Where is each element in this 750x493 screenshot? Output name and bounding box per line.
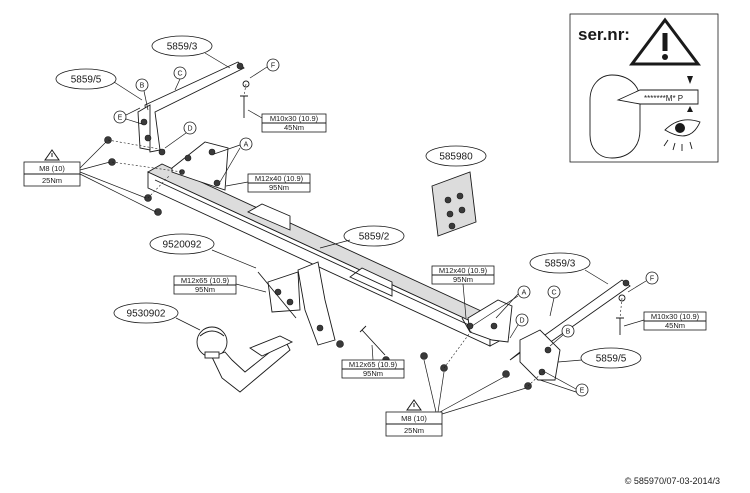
letter-e-top: E <box>113 107 143 125</box>
svg-text:C: C <box>177 71 182 78</box>
warning-small-icon <box>44 149 60 161</box>
spec-m12-low: M12x65 (10.9) 95Nm <box>341 344 405 379</box>
svg-text:F: F <box>271 63 275 70</box>
callout-bracket-top: 5859/5 <box>55 68 143 101</box>
svg-text:45Nm: 45Nm <box>665 321 685 330</box>
bolt-mid-m12 <box>461 317 471 333</box>
letter-a-top: A <box>213 137 253 183</box>
letter-f-right: F <box>627 271 659 293</box>
letter-c-top: C <box>173 66 187 91</box>
svg-text:E: E <box>580 388 585 395</box>
svg-text:95Nm: 95Nm <box>363 369 383 378</box>
letter-a-right: A <box>471 285 531 327</box>
svg-text:F: F <box>650 276 654 283</box>
assembly-lines <box>107 83 623 387</box>
svg-text:9520092: 9520092 <box>163 240 202 251</box>
svg-text:M12x65 (10.9): M12x65 (10.9) <box>349 360 398 369</box>
serial-plate: *******M* P <box>616 89 699 105</box>
svg-text:95Nm: 95Nm <box>195 285 215 294</box>
towball <box>196 326 294 393</box>
svg-text:5859/2: 5859/2 <box>359 232 390 243</box>
arrow-down-icon <box>687 76 693 84</box>
bolt-low-m12 <box>359 325 386 356</box>
arrow-up-icon <box>687 106 693 112</box>
svg-text:5859/3: 5859/3 <box>545 259 576 270</box>
callout-arm-top: 5859/3 <box>151 35 231 69</box>
svg-text:25Nm: 25Nm <box>42 176 62 185</box>
callout-electric-kit: 585980 <box>425 145 487 167</box>
svg-text:A: A <box>522 290 527 297</box>
serial-number-inset: ser.nr: *******M* P <box>569 13 719 163</box>
svg-text:M8 (10): M8 (10) <box>39 164 65 173</box>
svg-text:5859/5: 5859/5 <box>596 354 627 365</box>
serial-title: ser.nr: <box>578 25 630 44</box>
svg-text:9530902: 9530902 <box>127 309 166 320</box>
svg-text:B: B <box>566 329 571 336</box>
svg-text:B: B <box>140 83 145 90</box>
copyright: © 585970/07-03-2014/3 <box>625 476 720 486</box>
letter-c-right: C <box>547 285 561 317</box>
letter-d-right: D <box>509 313 529 339</box>
svg-text:M12x65 (10.9): M12x65 (10.9) <box>181 276 230 285</box>
electric-kit <box>431 171 477 237</box>
letter-b-top: B <box>135 78 149 111</box>
bolt-left-m10 <box>240 95 248 118</box>
letter-b-right: B <box>549 324 575 347</box>
svg-text:A: A <box>244 142 249 149</box>
svg-text:E: E <box>118 115 123 122</box>
svg-text:D: D <box>187 126 192 133</box>
svg-text:D: D <box>519 318 524 325</box>
bolt-group <box>240 95 624 356</box>
callout-crossbar: 5859/2 <box>319 225 405 249</box>
serial-plate-text: *******M* P <box>644 94 683 103</box>
bolt-ball-m12 <box>257 271 297 319</box>
spec-m8-left: M8 (10) 25Nm <box>23 141 157 213</box>
letter-e-right: E <box>539 371 589 397</box>
bolt-right-m10 <box>616 317 624 335</box>
letter-d-top: D <box>164 121 197 149</box>
towball-neck-outline <box>589 74 641 159</box>
spec-m12-top: M12x40 (10.9) 95Nm <box>225 173 311 193</box>
svg-text:5859/5: 5859/5 <box>71 75 102 86</box>
svg-text:45Nm: 45Nm <box>284 123 304 132</box>
spec-m12-mid: M12x40 (10.9) 95Nm <box>431 265 495 319</box>
right-arm <box>509 279 631 381</box>
svg-text:M12x40 (10.9): M12x40 (10.9) <box>255 174 304 183</box>
svg-text:M12x40 (10.9): M12x40 (10.9) <box>439 266 488 275</box>
left-arm <box>137 61 245 156</box>
callout-towball: 9530902 <box>113 302 201 331</box>
svg-text:585980: 585980 <box>439 152 473 163</box>
spec-m10-left: M10x30 (10.9) 45Nm <box>247 109 327 133</box>
spec-m8-bottom: M8 (10) 25Nm <box>385 359 527 437</box>
callout-bolt-set: 9520092 <box>149 233 257 269</box>
crossbar <box>147 163 507 347</box>
warning-triangle-icon <box>629 17 701 66</box>
eye-icon <box>663 119 701 151</box>
warning-small-icon <box>406 399 422 411</box>
ball-bracket <box>267 261 336 346</box>
letter-f-top: F <box>249 58 280 79</box>
svg-text:M10x30 (10.9): M10x30 (10.9) <box>270 114 319 123</box>
callout-arm-right: 5859/3 <box>529 252 609 285</box>
svg-text:M8 (10): M8 (10) <box>401 414 427 423</box>
svg-text:95Nm: 95Nm <box>453 275 473 284</box>
callout-bracket-right: 5859/5 <box>557 347 642 369</box>
spec-m10-right: M10x30 (10.9) 45Nm <box>623 311 707 331</box>
svg-text:C: C <box>551 290 556 297</box>
spec-m12-ball: M12x65 (10.9) 95Nm <box>173 275 267 295</box>
nut-group <box>104 80 626 390</box>
svg-text:M10x30 (10.9): M10x30 (10.9) <box>651 312 700 321</box>
svg-text:5859/3: 5859/3 <box>167 42 198 53</box>
svg-text:25Nm: 25Nm <box>404 426 424 435</box>
svg-text:95Nm: 95Nm <box>269 183 289 192</box>
